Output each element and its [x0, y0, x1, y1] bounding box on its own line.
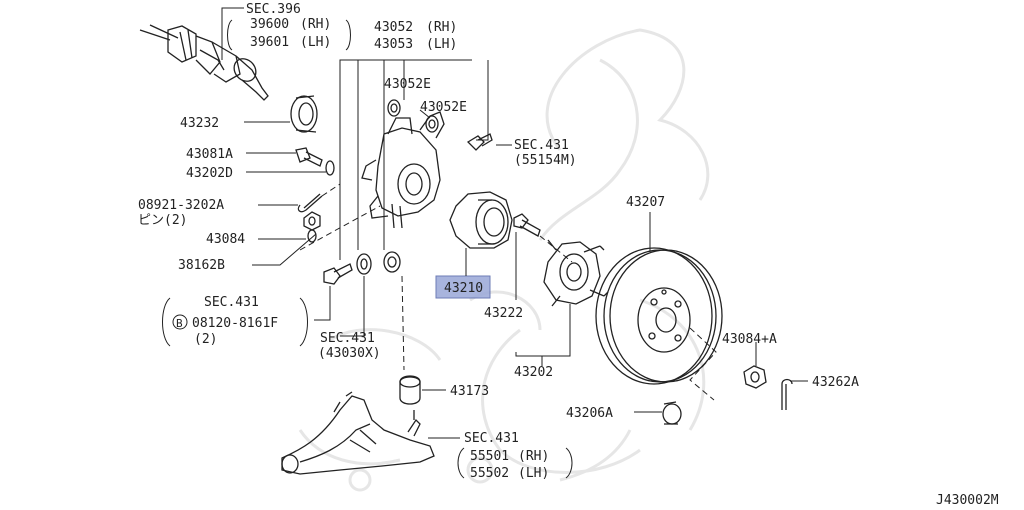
drive-shaft[interactable]: [139, 24, 269, 101]
label-08120-qty: (2): [194, 332, 217, 347]
label-43262a[interactable]: 43262A: [812, 375, 859, 390]
label-43030x[interactable]: (43030X): [318, 346, 381, 361]
label-43210[interactable]: 43210: [444, 281, 483, 296]
label-43173[interactable]: 43173: [450, 384, 489, 399]
label-sec396[interactable]: SEC.396: [246, 2, 301, 17]
diagram-code: J430002M: [936, 493, 999, 508]
label-39600-side: (RH): [300, 17, 331, 32]
label-43084a[interactable]: 43084+A: [722, 332, 777, 347]
label-55501-side: (RH): [518, 449, 549, 464]
bushing-43052e-lower[interactable]: [425, 115, 439, 133]
label-43052[interactable]: 43052: [374, 20, 413, 35]
label-43222[interactable]: 43222: [484, 306, 523, 321]
bolt-08120-8161f[interactable]: [323, 263, 353, 285]
label-43053[interactable]: 43053: [374, 37, 413, 52]
label-43052-side: (RH): [426, 20, 457, 35]
label-43202[interactable]: 43202: [514, 365, 553, 380]
part-labels: SEC.396 39600 (RH) 39601 (LH) 43052 (RH)…: [138, 2, 999, 508]
bushing-43052e-upper[interactable]: [387, 99, 401, 117]
label-38162b[interactable]: 38162B: [178, 258, 225, 273]
bushing-43173[interactable]: [399, 375, 421, 405]
label-43232[interactable]: 43232: [180, 116, 219, 131]
label-bolt-marker: B: [176, 317, 183, 330]
label-sec431-43030x[interactable]: SEC.431: [320, 331, 375, 346]
label-43206a[interactable]: 43206A: [566, 406, 613, 421]
label-43084[interactable]: 43084: [206, 232, 245, 247]
nut-43084[interactable]: [303, 211, 321, 243]
label-sec431-55154m[interactable]: SEC.431: [514, 138, 569, 153]
cotter-pin[interactable]: [297, 193, 323, 213]
grease-seal[interactable]: [290, 95, 318, 133]
label-sec431-lower-arm[interactable]: SEC.431: [464, 431, 519, 446]
label-43052e-upper[interactable]: 43052E: [384, 77, 431, 92]
label-55501[interactable]: 55501: [470, 449, 509, 464]
steering-knuckle[interactable]: [361, 111, 445, 229]
label-sec431-bolt[interactable]: SEC.431: [204, 295, 259, 310]
bolt-marker-icon: [172, 314, 188, 330]
label-43053-side: (LH): [426, 37, 457, 52]
bushing-lower-pair[interactable]: [356, 251, 401, 275]
nut-43084a[interactable]: [743, 365, 767, 389]
pin-43262a[interactable]: [781, 378, 793, 411]
label-08921[interactable]: 08921-3202A: [138, 198, 224, 213]
label-55502-side: (LH): [518, 466, 549, 481]
label-55154m[interactable]: (55154M): [514, 153, 577, 168]
watermark-emblem: [298, 28, 710, 492]
label-43052e-lower[interactable]: 43052E: [420, 100, 467, 115]
hub-bearing[interactable]: [449, 191, 513, 249]
label-43202d[interactable]: 43202D: [186, 166, 233, 181]
bolt-43081a[interactable]: [295, 147, 323, 167]
stud-bolt-55154m[interactable]: [466, 133, 493, 151]
bolt-43222[interactable]: [513, 213, 541, 237]
label-pin-qty: ピン(2): [138, 213, 187, 228]
label-39601[interactable]: 39601: [250, 35, 289, 50]
label-55502[interactable]: 55502: [470, 466, 509, 481]
highlight-43210: [435, 275, 491, 299]
bolt-43206a[interactable]: [662, 401, 682, 425]
washer-43202d[interactable]: [325, 160, 335, 176]
lower-control-arm[interactable]: [281, 391, 435, 475]
label-43207[interactable]: 43207: [626, 195, 665, 210]
label-43081a[interactable]: 43081A: [186, 147, 233, 162]
label-39600[interactable]: 39600: [250, 17, 289, 32]
brake-disc[interactable]: [595, 247, 723, 385]
label-08120[interactable]: 08120-8161F: [192, 316, 278, 331]
label-39601-side: (LH): [300, 35, 331, 50]
